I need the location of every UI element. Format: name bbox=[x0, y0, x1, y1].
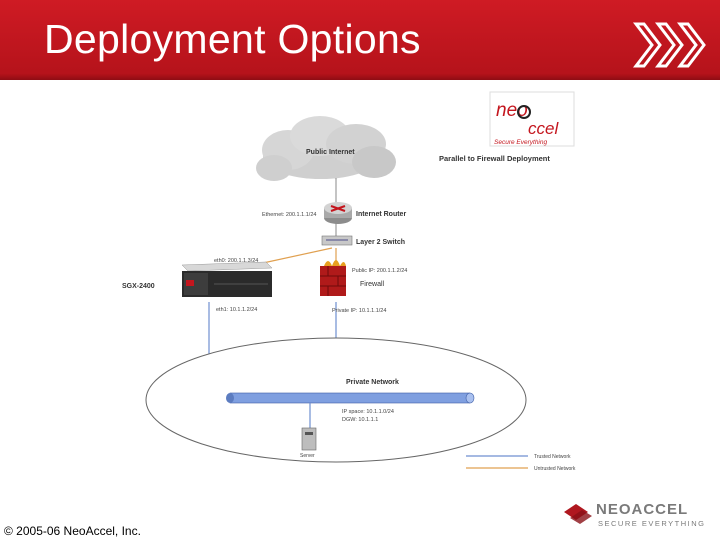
sgx-eth1-label: eth1: 10.1.1.2/24 bbox=[216, 307, 257, 313]
router-iface-label: Ethernet: 200.1.1.1/24 bbox=[262, 212, 316, 218]
header-shade bbox=[0, 74, 720, 80]
person-icon bbox=[517, 105, 531, 119]
legend-untrusted-label: Untrusted Network bbox=[534, 466, 576, 472]
slide-title: Deployment Options bbox=[44, 16, 421, 62]
chevrons-icon bbox=[632, 22, 706, 68]
router-label: Internet Router bbox=[356, 211, 406, 218]
dgw-label: DGW: 10.1.1.1 bbox=[342, 417, 378, 423]
router-icon bbox=[324, 202, 352, 224]
copyright-footer: © 2005-06 NeoAccel, Inc. bbox=[4, 524, 141, 538]
sgx-eth0-label: eth0: 200.1.1.3/24 bbox=[214, 258, 258, 264]
neoaccel-logo: neo ccel Secure Everything bbox=[489, 91, 575, 147]
sgx-appliance-icon bbox=[181, 261, 273, 297]
private-network-label: Private Network bbox=[346, 379, 399, 386]
firewall-label: Firewall bbox=[360, 281, 385, 288]
sgx-label: SGX-2400 bbox=[122, 283, 155, 290]
server-icon bbox=[301, 427, 317, 451]
logo-brand-bottom: ccel bbox=[528, 119, 559, 138]
ip-space-label: IP space: 10.1.1.0/24 bbox=[342, 409, 394, 415]
lan-bus bbox=[226, 392, 475, 404]
footer-logo-brand: NEOACCEL bbox=[596, 501, 688, 518]
legend-trusted-label: Trusted Network bbox=[534, 454, 571, 460]
server-label: Server bbox=[300, 453, 315, 459]
link-switch-sgx bbox=[262, 247, 333, 264]
firewall-icon bbox=[320, 260, 346, 296]
logo-tagline: Secure Everything bbox=[494, 139, 547, 146]
network-diagram: neo ccel Secure Everything Parallel to F… bbox=[122, 91, 576, 472]
neoaccel-footer-logo: NEOACCEL SECURE EVERYTHING bbox=[564, 501, 705, 528]
switch-icon bbox=[321, 235, 353, 246]
firewall-public-ip: Public IP: 200.1.1.2/24 bbox=[352, 268, 407, 274]
cloud-label: Public Internet bbox=[306, 149, 355, 156]
crosshatch-logo-icon bbox=[564, 504, 592, 524]
slide-header bbox=[0, 0, 720, 80]
switch-label: Layer 2 Switch bbox=[356, 239, 405, 246]
footer-logo-tagline: SECURE EVERYTHING bbox=[598, 519, 705, 528]
cloud-icon bbox=[256, 116, 396, 181]
firewall-private-ip: Private IP: 10.1.1.1/24 bbox=[332, 308, 386, 314]
diagram-heading: Parallel to Firewall Deployment bbox=[439, 154, 550, 163]
